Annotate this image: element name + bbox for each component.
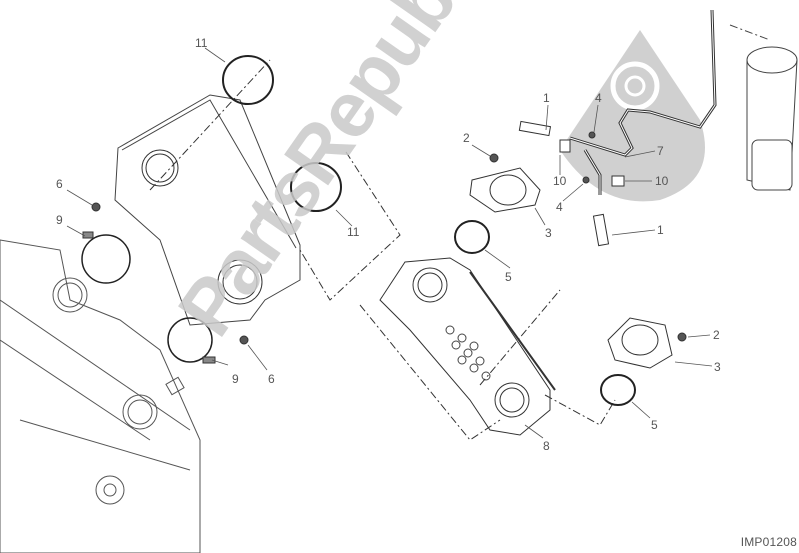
screw-6-upper xyxy=(91,202,101,212)
callout-label: 10 xyxy=(553,174,567,188)
engine-block-part xyxy=(0,239,201,553)
callout-label: 2 xyxy=(463,131,470,145)
callout-label: 3 xyxy=(545,226,552,240)
o-ring-5-upper xyxy=(454,220,490,254)
callout-label: 5 xyxy=(505,270,512,284)
callout-label: 11 xyxy=(347,225,360,239)
callout-label: 4 xyxy=(595,91,602,105)
callout-label: 1 xyxy=(543,91,550,105)
fuel-pump-part xyxy=(729,24,798,191)
screw-2-lower xyxy=(677,332,687,342)
callout-label: 9 xyxy=(56,213,63,227)
callout-label: 2 xyxy=(713,328,720,342)
clamp-9-upper xyxy=(81,234,131,284)
callout-label: 5 xyxy=(651,418,658,432)
clamp-9-lower xyxy=(167,317,213,363)
screw-2-upper xyxy=(489,153,499,163)
o-ring-5-lower xyxy=(600,374,636,406)
callout-label: 6 xyxy=(56,177,63,191)
callout-label: 7 xyxy=(657,144,664,158)
intake-flange-3-upper xyxy=(469,167,541,213)
throttle-body-part xyxy=(379,257,556,436)
watermark-logo-icon xyxy=(560,30,705,202)
callout-label: 6 xyxy=(268,372,275,386)
callout-label: 10 xyxy=(655,174,669,188)
callout-label: 9 xyxy=(232,372,239,386)
callout-label: 1 xyxy=(657,223,664,237)
callout-label: 11 xyxy=(195,36,208,50)
diagram-code: IMP01208 xyxy=(740,535,797,549)
airbox-part xyxy=(114,59,301,326)
callout-label: 3 xyxy=(714,360,721,374)
intake-flange-3-lower xyxy=(607,317,673,369)
screw-6-lower xyxy=(239,335,249,345)
callout-label: 4 xyxy=(556,200,563,214)
o-ring-11-mid xyxy=(290,162,342,212)
callout-label: 8 xyxy=(543,439,550,453)
o-ring-11-top xyxy=(222,55,274,105)
fuel-rail-part xyxy=(518,9,717,247)
leader-lines xyxy=(66,47,713,439)
